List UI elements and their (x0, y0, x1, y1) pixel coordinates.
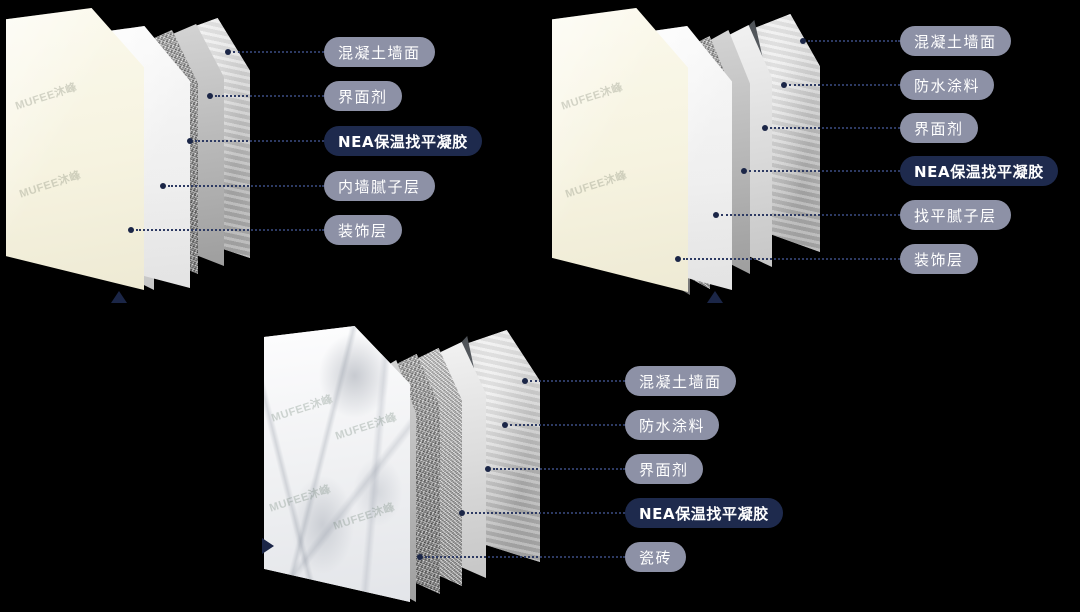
leader-dashes (136, 229, 324, 231)
leader-dot-icon (741, 168, 747, 174)
layer-label-badge[interactable]: 内墙腻子层 (324, 171, 435, 201)
triangle-up-icon (111, 291, 127, 303)
label-row[interactable]: 装饰层 (128, 215, 402, 245)
leader-dashes (493, 468, 625, 470)
leader-dot-icon (502, 422, 508, 428)
layer-label-badge[interactable]: 装饰层 (900, 244, 978, 274)
diagram-interior-wall-putty: MUFEE沐峰 MUFEE沐峰 MUFEE沐峰 MUFEE沐峰 混凝土墙面 (0, 0, 520, 306)
leader-dashes (749, 170, 900, 172)
leader-line (207, 93, 324, 99)
leader-dot-icon (713, 212, 719, 218)
layer-label-badge[interactable]: 混凝土墙面 (900, 26, 1011, 56)
leader-dot-icon (207, 93, 213, 99)
label-row[interactable]: NEA保温找平凝胶 (187, 126, 482, 156)
leader-dashes (425, 556, 625, 558)
leader-line (128, 227, 324, 233)
leader-line (187, 138, 324, 144)
leader-dot-icon (800, 38, 806, 44)
label-row[interactable]: NEA保温找平凝胶 (459, 498, 783, 528)
label-row[interactable]: NEA保温找平凝胶 (741, 156, 1058, 186)
leader-dot-icon (160, 183, 166, 189)
layer-label-badge[interactable]: 防水涂料 (900, 70, 995, 100)
label-row[interactable]: 界面剂 (485, 454, 703, 484)
label-row[interactable]: 瓷砖 (417, 542, 687, 572)
wall-stack: MUFEE沐峰 MUFEE沐峰 MUFEE沐峰 MUFEE沐峰 (260, 326, 560, 608)
layer-label-badge-highlight[interactable]: NEA保温找平凝胶 (324, 126, 482, 156)
diagram-waterproof-wall-putty: MUFEE沐峰 MUFEE沐峰 MUFEE沐峰 MUFEE沐峰 混凝土墙面 (548, 0, 1080, 306)
leader-dashes (510, 424, 625, 426)
wall-stack: MUFEE沐峰 MUFEE沐峰 MUFEE沐峰 MUFEE沐峰 (548, 8, 848, 298)
label-group: 混凝土墙面 防水涂料 界面剂 (250, 318, 870, 612)
leader-line (459, 510, 625, 516)
label-row[interactable]: 混凝土墙面 (522, 366, 736, 396)
triangle-right-icon (262, 538, 274, 554)
layer-panel-decorative: MUFEE沐峰 MUFEE沐峰 (6, 8, 144, 290)
leader-dot-icon (128, 227, 134, 233)
leader-dashes (215, 95, 324, 97)
label-group: 混凝土墙面 防水涂料 界面剂 (548, 0, 1080, 306)
leader-line (485, 466, 625, 472)
leader-line (417, 554, 625, 560)
leader-dashes (683, 258, 900, 260)
leader-line (762, 125, 900, 131)
wall-stack: MUFEE沐峰 MUFEE沐峰 MUFEE沐峰 MUFEE沐峰 (0, 8, 270, 298)
leader-line (522, 378, 625, 384)
leader-dashes (467, 512, 625, 514)
layer-label-badge-highlight[interactable]: NEA保温找平凝胶 (625, 498, 783, 528)
label-row[interactable]: 装饰层 (675, 244, 978, 274)
leader-line (675, 256, 900, 262)
layer-label-badge[interactable]: 瓷砖 (625, 542, 687, 572)
label-row[interactable]: 界面剂 (762, 113, 978, 143)
leader-dot-icon (522, 378, 528, 384)
label-row[interactable]: 混凝土墙面 (225, 37, 435, 67)
leader-line (160, 183, 324, 189)
leader-dashes (195, 140, 324, 142)
leader-dashes (168, 185, 324, 187)
layer-label-badge[interactable]: 混凝土墙面 (324, 37, 435, 67)
label-row[interactable]: 找平腻子层 (713, 200, 1011, 230)
layer-label-badge[interactable]: 混凝土墙面 (625, 366, 736, 396)
leader-dashes (770, 127, 900, 129)
triangle-up-icon (707, 291, 723, 303)
leader-line (781, 82, 900, 88)
label-row[interactable]: 防水涂料 (781, 70, 995, 100)
leader-dashes (808, 40, 900, 42)
leader-line (800, 38, 900, 44)
leader-dashes (233, 51, 324, 53)
leader-dot-icon (225, 49, 231, 55)
leader-line (225, 49, 324, 55)
leader-dot-icon (762, 125, 768, 131)
layer-label-badge[interactable]: 装饰层 (324, 215, 402, 245)
leader-dashes (721, 214, 900, 216)
layer-label-badge[interactable]: 界面剂 (324, 81, 402, 111)
layer-label-badge[interactable]: 找平腻子层 (900, 200, 1011, 230)
leader-dot-icon (417, 554, 423, 560)
label-row[interactable]: 界面剂 (207, 81, 402, 111)
leader-dot-icon (187, 138, 193, 144)
layer-panel-decorative: MUFEE沐峰 MUFEE沐峰 (552, 8, 688, 292)
leader-dashes (530, 380, 625, 382)
layer-label-badge[interactable]: 防水涂料 (625, 410, 720, 440)
label-row[interactable]: 内墙腻子层 (160, 171, 435, 201)
leader-dot-icon (781, 82, 787, 88)
leader-dot-icon (675, 256, 681, 262)
leader-line (713, 212, 900, 218)
leader-dot-icon (485, 466, 491, 472)
layer-label-badge[interactable]: 界面剂 (900, 113, 978, 143)
leader-line (741, 168, 900, 174)
leader-dot-icon (459, 510, 465, 516)
leader-line (502, 422, 625, 428)
label-group: 混凝土墙面 界面剂 NEA保温找平凝胶 (0, 0, 520, 306)
layer-label-badge-highlight[interactable]: NEA保温找平凝胶 (900, 156, 1058, 186)
label-row[interactable]: 防水涂料 (502, 410, 720, 440)
leader-dashes (789, 84, 900, 86)
diagram-waterproof-wall-tile: MUFEE沐峰 MUFEE沐峰 MUFEE沐峰 MUFEE沐峰 混凝土墙面 (250, 318, 870, 612)
label-row[interactable]: 混凝土墙面 (800, 26, 1011, 56)
layer-label-badge[interactable]: 界面剂 (625, 454, 703, 484)
layer-panel-tile-marble: MUFEE沐峰 MUFEE沐峰 MUFEE沐峰 MUFEE沐峰 (264, 326, 410, 602)
